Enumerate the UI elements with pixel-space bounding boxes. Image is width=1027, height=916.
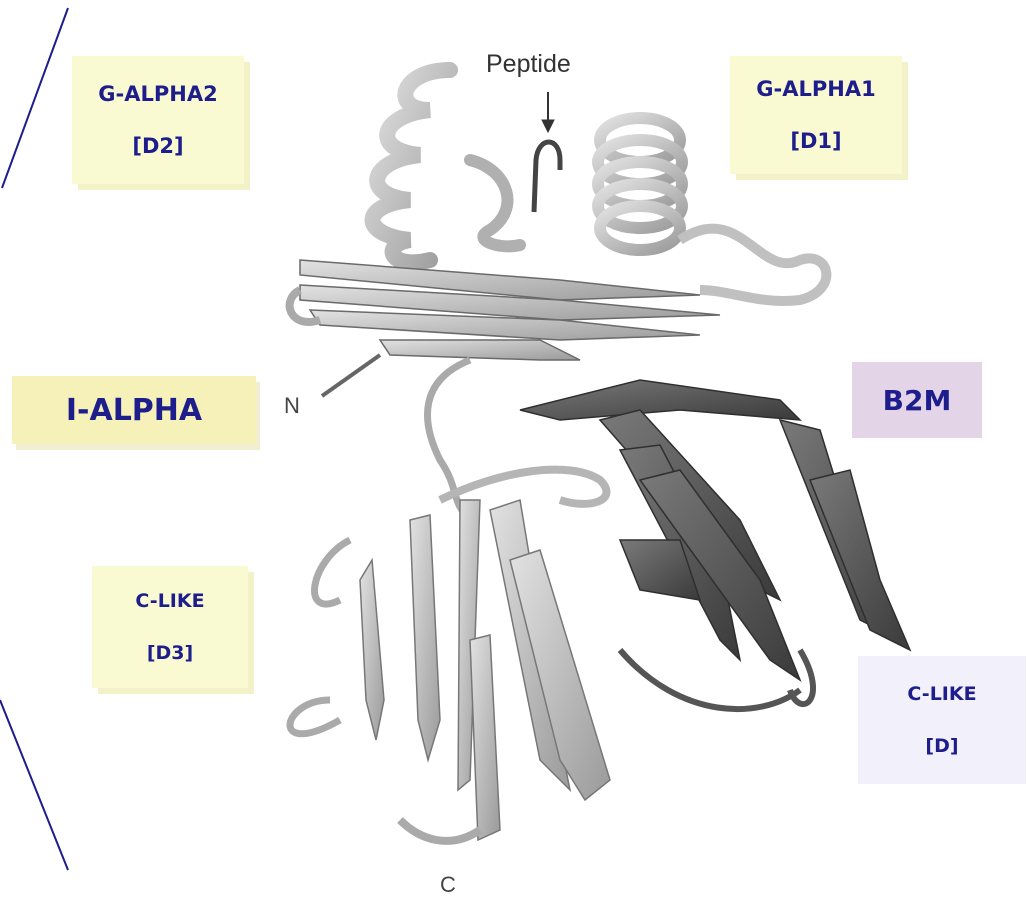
g-alpha1-label: G-ALPHA1: [756, 77, 875, 101]
i-alpha-label-box: I-ALPHA: [12, 376, 256, 444]
c-terminus-label: C: [440, 872, 456, 898]
c-like-d3-label: C-LIKE: [135, 590, 204, 612]
g-alpha1-label-box: G-ALPHA1 [D1]: [730, 56, 902, 174]
peptide-pointer: [534, 92, 560, 212]
d1-label: [D1]: [790, 129, 841, 153]
b2m-label: B2M: [883, 384, 952, 417]
alpha2-helix: [373, 70, 521, 262]
c-like-d-label-box: C-LIKE [D]: [858, 656, 1026, 784]
d3-label: [D3]: [147, 642, 193, 664]
d-label: [D]: [925, 735, 958, 757]
g-alpha2-label-box: G-ALPHA2 [D2]: [72, 56, 244, 184]
beta-sheet-platform: [290, 260, 720, 360]
n-terminus-label: N: [284, 393, 300, 419]
alpha3-domain: [290, 470, 610, 841]
c-like-d-label: C-LIKE: [907, 683, 976, 705]
b2m-label-box: B2M: [852, 362, 982, 438]
c-like-d3-label-box: C-LIKE [D3]: [92, 566, 248, 688]
n-terminus-strand: [322, 355, 380, 396]
g-alpha2-label: G-ALPHA2: [98, 82, 217, 106]
peptide-strand: [534, 142, 560, 212]
i-alpha-label: I-ALPHA: [66, 393, 202, 428]
peptide-label: Peptide: [486, 50, 571, 79]
d2-label: [D2]: [132, 134, 183, 158]
